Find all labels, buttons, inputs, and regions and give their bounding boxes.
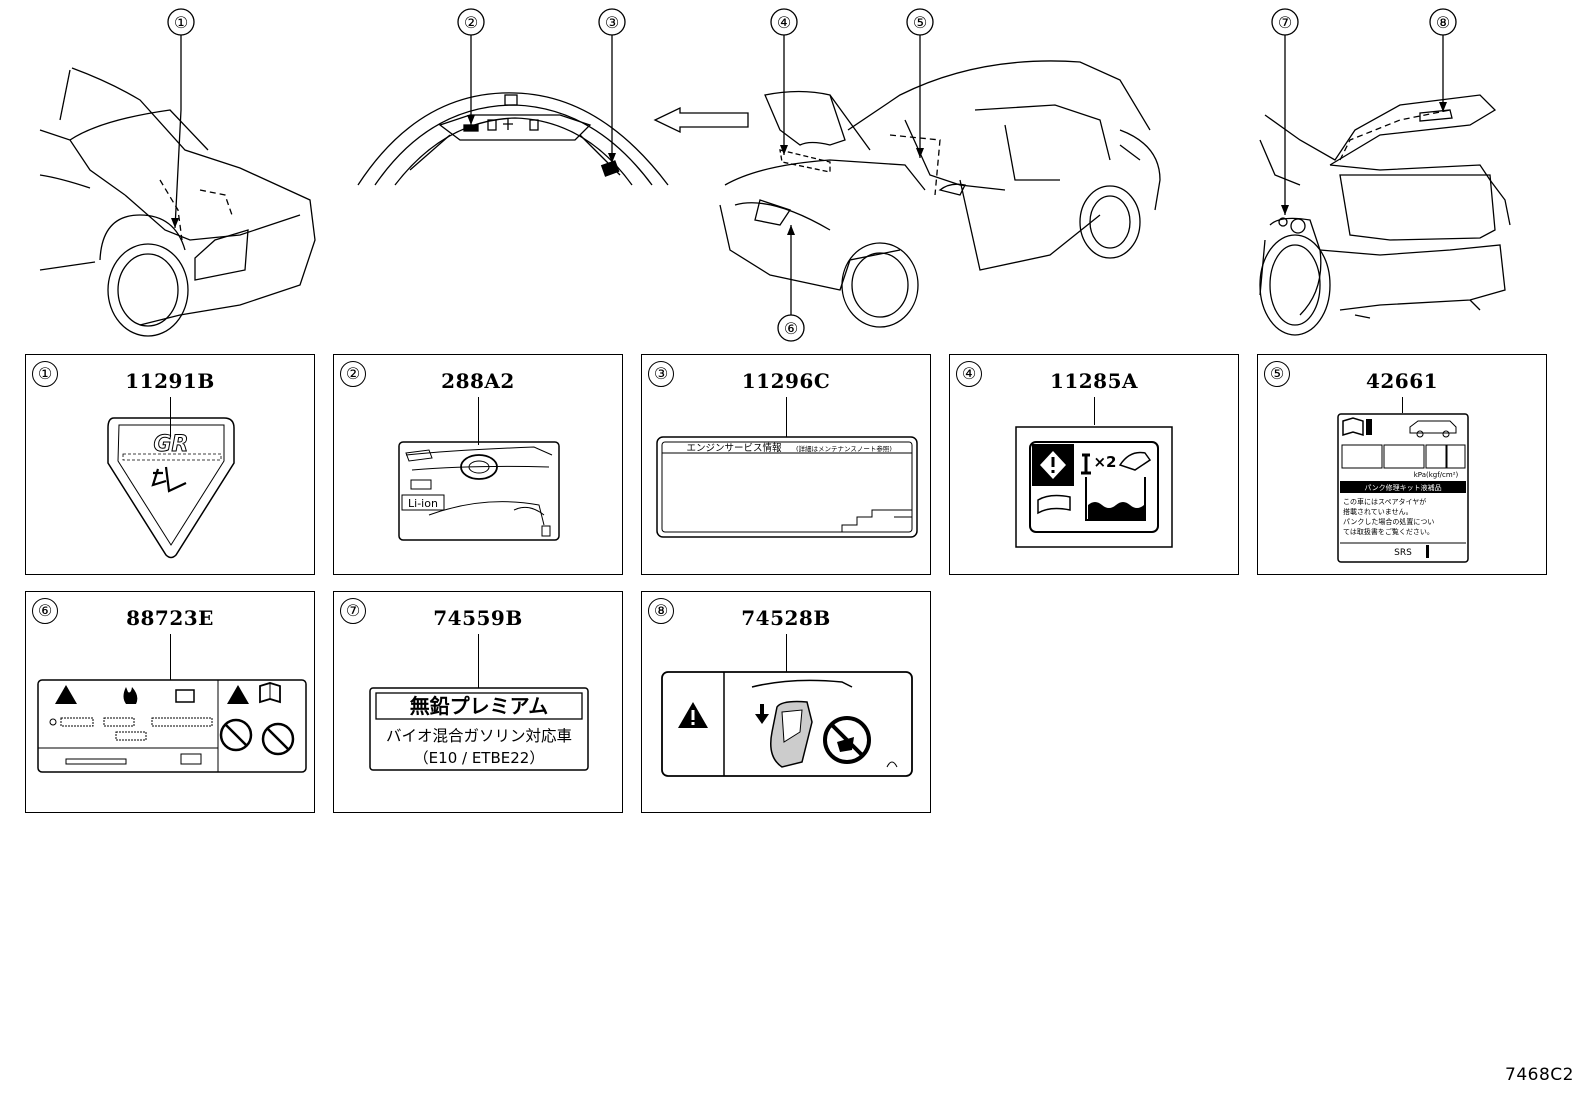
svg-text:kPa(kgf/cm²): kPa(kgf/cm²) xyxy=(1414,471,1459,479)
callout-8: ⑧ xyxy=(1436,13,1450,32)
battery-warning-label xyxy=(37,679,307,773)
svg-text:SRS: SRS xyxy=(1394,548,1412,558)
panel-number: ⑥ xyxy=(32,598,58,624)
panel-number: ⑦ xyxy=(340,598,366,624)
front-car-view xyxy=(39,67,316,337)
tailgate-warning-label xyxy=(661,671,913,777)
panel-number: ⑤ xyxy=(1264,361,1290,387)
label-panel-11291B[interactable]: ① 11291B GR xyxy=(25,354,315,575)
callout-7: ⑦ xyxy=(1278,13,1292,32)
part-number: 42661 xyxy=(1365,369,1439,393)
callout-6: ⑥ xyxy=(784,319,798,338)
part-number: 288A2 xyxy=(441,369,515,393)
hood-underside-view xyxy=(357,92,669,186)
label-panel-88723E[interactable]: ⑥ 88723E xyxy=(25,591,315,813)
tire-pressure-label: kPa(kgf/cm²) パンク修理キット液補品 この車にはスペアタイヤが 搭載… xyxy=(1337,413,1469,563)
panel-number: ④ xyxy=(956,361,982,387)
part-number: 88723E xyxy=(126,606,214,630)
rear-car-view xyxy=(1259,94,1511,336)
svg-text:GR: GR xyxy=(154,432,189,457)
part-number: 74559B xyxy=(433,606,523,630)
main-car-view xyxy=(719,60,1161,328)
li-ion-label: Li-ion xyxy=(398,441,560,541)
callout-4: ④ xyxy=(777,13,791,32)
svg-text:バイオ混合ガソリン対応車: バイオ混合ガソリン対応車 xyxy=(386,727,572,745)
callout-5: ⑤ xyxy=(913,13,927,32)
label-panel-11296C[interactable]: ③ 11296C エンジンサービス情報 (詳細はメンテナンスノート参照) xyxy=(641,354,931,575)
part-number: 11291B xyxy=(125,369,215,393)
panel-number: ① xyxy=(32,361,58,387)
premium-fuel-label: 無鉛プレミアム バイオ混合ガソリン対応車 （E10 / ETBE22） xyxy=(369,687,589,771)
callout-3: ③ xyxy=(605,13,619,32)
gr-emblem-label: GR xyxy=(107,417,235,559)
callout-1: ① xyxy=(174,13,188,32)
label-panel-288A2[interactable]: ② 288A2 Li-ion xyxy=(333,354,623,575)
svg-text:Li-ion: Li-ion xyxy=(408,497,438,510)
svg-text:無鉛プレミアム: 無鉛プレミアム xyxy=(410,694,549,718)
direction-arrow xyxy=(653,106,749,134)
panel-number: ⑧ xyxy=(648,598,674,624)
label-panel-74528B[interactable]: ⑧ 74528B xyxy=(641,591,931,813)
svg-text:パンク修理キット液補品: パンク修理キット液補品 xyxy=(1364,483,1441,492)
diagram-code: 7468C2 xyxy=(1505,1065,1574,1085)
svg-text:（E10 / ETBE22）: （E10 / ETBE22） xyxy=(414,749,545,767)
svg-text:搭載されていません。: 搭載されていません。 xyxy=(1343,507,1413,516)
engine-service-info-label: エンジンサービス情報 (詳細はメンテナンスノート参照) xyxy=(656,436,918,538)
label-panel-74559B[interactable]: ⑦ 74559B 無鉛プレミアム バイオ混合ガソリン対応車 （E10 / ETB… xyxy=(333,591,623,813)
part-number: 11285A xyxy=(1049,369,1139,393)
svg-text:この車にはスペアタイヤが: この車にはスペアタイヤが xyxy=(1343,497,1426,506)
svg-text:(詳細はメンテナンスノート参照): (詳細はメンテナンスノート参照) xyxy=(796,444,892,453)
svg-text:パンクした場合の処置につい: パンクした場合の処置につい xyxy=(1343,517,1434,526)
svg-text:ては取扱書をご覧ください。: ては取扱書をご覧ください。 xyxy=(1343,527,1434,536)
svg-text:エンジンサービス情報: エンジンサービス情報 xyxy=(686,442,782,454)
part-number: 74528B xyxy=(741,606,831,630)
caution-fluid-label: ×2 xyxy=(1015,426,1173,548)
part-number: 11296C xyxy=(741,369,831,393)
panel-number: ② xyxy=(340,361,366,387)
svg-text:×2: ×2 xyxy=(1093,453,1116,471)
callout-2: ② xyxy=(464,13,478,32)
label-panel-42661[interactable]: ⑤ 42661 kPa(kgf/cm²) パンク修理キット液補品 この車にはスペ… xyxy=(1257,354,1547,575)
label-panel-11285A[interactable]: ④ 11285A ×2 xyxy=(949,354,1239,575)
panel-number: ③ xyxy=(648,361,674,387)
vehicle-illustrations: ① ② ③ ④ ⑤ ⑥ ⑦ ⑧ xyxy=(39,8,1511,342)
